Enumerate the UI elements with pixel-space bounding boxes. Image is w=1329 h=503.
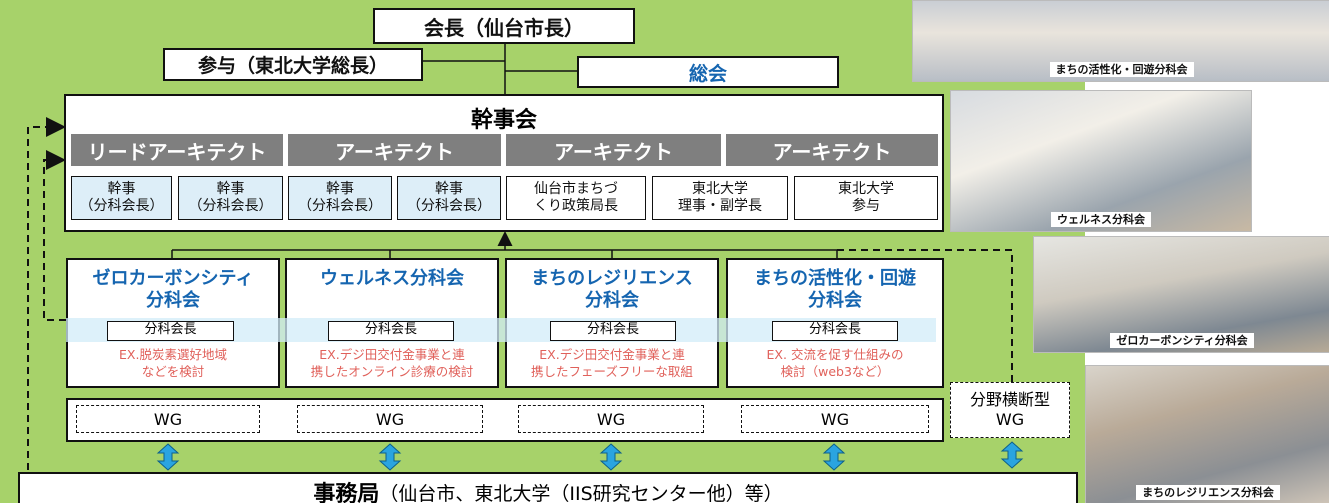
- secretariat-title: 事務局: [313, 482, 380, 503]
- photo-wellness: ウェルネス分科会: [950, 90, 1252, 232]
- architect-header-1: アーキテクト: [288, 134, 501, 166]
- architect-header-3: アーキテクト: [726, 134, 938, 166]
- council-member: 幹事（分科会長）: [71, 176, 172, 220]
- subcommittee-example: EX.デジ田交付金事業と連: [319, 347, 465, 362]
- double-arrow-icon: [379, 443, 401, 471]
- subcommittee-example: EX. 交流を促す仕組みの: [766, 347, 904, 362]
- photo-resilience: まちのレジリエンス分科会: [1085, 365, 1329, 503]
- advisor-box: 参与（東北大学総長）: [163, 48, 423, 81]
- council-member: 幹事（分科会長）: [178, 176, 283, 220]
- chair-label: 分科会長: [772, 321, 898, 341]
- cross-wg-line1: 分野横断型: [969, 390, 1050, 409]
- architect-header-2: アーキテクト: [506, 134, 721, 166]
- double-arrow-icon: [157, 443, 179, 471]
- subcommittee-example: EX.デジ田交付金事業と連: [539, 347, 685, 362]
- chair-label: 分科会長: [107, 321, 234, 341]
- subcommittee-example: EX.脱炭素選好地域: [119, 347, 227, 362]
- secretariat-members: （仙台市、東北大学（IIS研究センター他）等）: [379, 482, 783, 503]
- council-member: 東北大学参与: [794, 176, 938, 220]
- general-assembly-box: 総会: [577, 56, 839, 88]
- subcommittee-name-2: 分科会: [146, 290, 200, 311]
- subcommittee-name: ゼロカーボンシティ: [92, 268, 254, 289]
- subcommittee-example-2: 携したオンライン診療の検討: [310, 364, 474, 379]
- subcommittee-example-2: 検討（web3など）: [780, 364, 890, 379]
- general-assembly-label: 総会: [688, 62, 727, 85]
- chair-label: 分科会長: [328, 321, 454, 341]
- working-group: WG: [741, 405, 929, 433]
- lead-architect-header: リードアーキテクト: [71, 134, 283, 166]
- photo-caption: まちの活性化・回遊分科会: [1049, 62, 1194, 77]
- council-title: 幹事会: [470, 108, 537, 133]
- double-arrow-icon: [600, 443, 622, 471]
- photo-caption: まちのレジリエンス分科会: [1136, 485, 1280, 500]
- council-member: 幹事（分科会長）: [397, 176, 501, 220]
- secretariat-box: 事務局 （仙台市、東北大学（IIS研究センター他）等）: [18, 472, 1078, 503]
- photo-revitalization: まちの活性化・回遊分科会: [912, 0, 1329, 82]
- chairman-label: 会長（仙台市長）: [424, 15, 584, 40]
- chair-label: 分科会長: [550, 321, 676, 341]
- subcommittee-example-2: などを検討: [141, 364, 205, 379]
- council-member: 仙台市まちづくり政策局長: [506, 176, 646, 220]
- council-member: 東北大学理事・副学長: [652, 176, 788, 220]
- photo-zero-carbon: ゼロカーボンシティ分科会: [1033, 236, 1329, 353]
- council-member: 幹事（分科会長）: [288, 176, 392, 220]
- subcommittee-name: まちのレジリエンス: [531, 268, 693, 289]
- subcommittee-name: まちの活性化・回遊: [754, 268, 916, 289]
- working-group: WG: [297, 405, 483, 433]
- subcommittee-example-2: 携したフェーズフリーな取組: [531, 364, 693, 379]
- subcommittee-name-2: 分科会: [585, 290, 639, 311]
- double-arrow-icon: [823, 443, 845, 471]
- subcommittee-name: ウェルネス分科会: [320, 268, 464, 289]
- advisor-label: 参与（東北大学総長）: [197, 55, 388, 77]
- subcommittee-name-2: 分科会: [808, 290, 862, 311]
- chairman-box: 会長（仙台市長）: [373, 8, 635, 44]
- double-arrow-icon: [1001, 441, 1023, 469]
- working-group: WG: [76, 405, 260, 433]
- working-group: WG: [518, 405, 704, 433]
- photo-caption: ウェルネス分科会: [1051, 212, 1151, 227]
- cross-wg-line2: WG: [995, 410, 1025, 429]
- executive-council: 幹事会 リードアーキテクト アーキテクト アーキテクト アーキテクト 幹事（分科…: [64, 94, 944, 232]
- photo-caption: ゼロカーボンシティ分科会: [1110, 333, 1254, 348]
